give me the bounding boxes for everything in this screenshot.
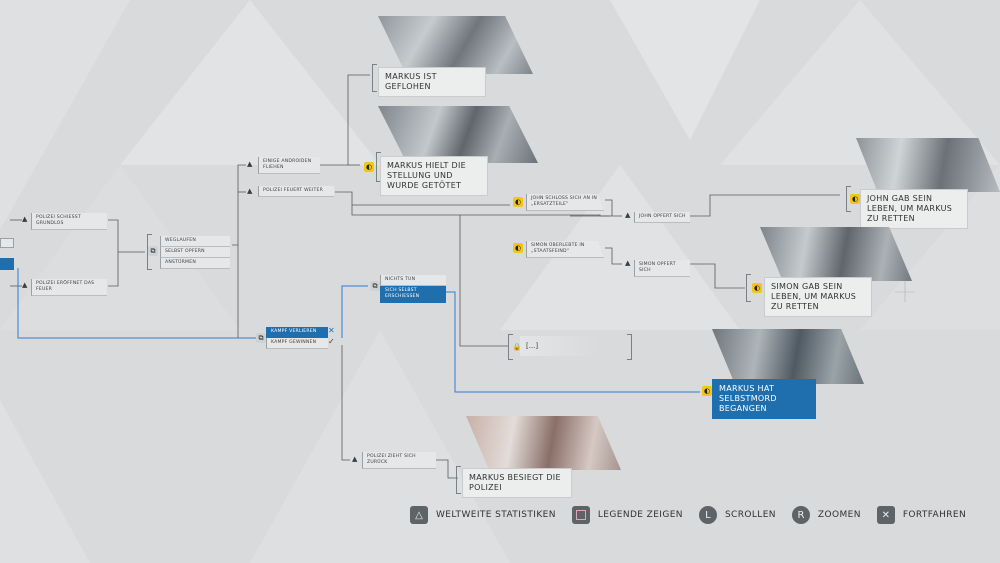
thumbnail-image: [378, 106, 538, 163]
check-mark-icon: ✓: [328, 337, 335, 346]
thumbnail-image: [378, 16, 533, 74]
group-bracket: [376, 152, 381, 182]
lock-icon: ◐: [364, 162, 374, 172]
condition-john-schloss[interactable]: JOHN SCHLOSS SICH AN IN „ERSATZTEILE": [526, 194, 604, 211]
lock-icon: ◐: [513, 243, 523, 253]
offscreen-node-selected[interactable]: [0, 258, 14, 270]
padlock-icon: 🔒: [512, 343, 522, 351]
outcome-markus-selbstmord[interactable]: MARKUS HAT SELBSTMORD BEGANGEN: [712, 379, 816, 419]
thumbnail-image: [760, 227, 912, 281]
option-nichts-tun[interactable]: NICHTS TUN: [380, 275, 446, 286]
cross-mark-icon: ✕: [328, 326, 335, 335]
node-polizei-feuert[interactable]: POLIZEI FEUERT WEITER: [258, 186, 334, 197]
group-bracket: [627, 334, 632, 360]
option-anstuermen[interactable]: ANSTÜRMEN: [160, 258, 230, 269]
thumbnail-image: [856, 138, 1000, 192]
group-bracket: [372, 64, 377, 92]
lock-icon: ◐: [513, 197, 523, 207]
button-bar: △ WELTWEITE STATISTIKEN LEGENDE ZEIGEN L…: [410, 504, 982, 526]
condition-simon-ueberlebte[interactable]: SIMON ÜBERLEBTE IN „STAATSFEIND": [526, 241, 604, 258]
triangle-icon: ▲: [247, 187, 253, 195]
outcome-john-gab[interactable]: JOHN GAB SEIN LEBEN, UM MARKUS ZU RETTEN: [860, 189, 968, 229]
cross-icon: ✕: [876, 506, 895, 524]
locked-node[interactable]: [...]: [520, 336, 600, 356]
stats-button[interactable]: △ WELTWEITE STATISTIKEN: [410, 506, 556, 524]
group-bracket: [147, 234, 152, 270]
thumbnail-image: [466, 416, 621, 470]
bg-triangle: [0, 0, 130, 230]
bg-triangle: [120, 0, 380, 165]
square-icon: [571, 506, 590, 524]
bg-triangle: [0, 400, 90, 563]
offscreen-node[interactable]: [0, 238, 14, 248]
option-sich-selbst[interactable]: SICH SELBST ERSCHIESSEN: [380, 286, 446, 303]
choice-icon: ⧉: [148, 246, 158, 256]
triangle-icon: ▲: [22, 215, 28, 223]
option-weglaufen[interactable]: WEGLAUFEN: [160, 236, 230, 247]
option-kampf-verlieren[interactable]: KAMPF VERLIEREN: [266, 327, 328, 338]
group-bracket: [846, 186, 851, 212]
bg-triangle: [720, 0, 1000, 165]
lock-icon: ◐: [850, 194, 860, 204]
outcome-markus-besiegt[interactable]: MARKUS BESIEGT DIE POLIZEI: [462, 468, 572, 498]
node-polizei-eroeffnet[interactable]: POLIZEI ERÖFFNET DAS FEUER: [31, 279, 107, 296]
legend-button[interactable]: LEGENDE ZEIGEN: [571, 506, 683, 524]
group-bracket: [508, 334, 513, 360]
bg-triangle: [250, 330, 510, 563]
bg-triangle: [610, 0, 760, 140]
triangle-icon: ▲: [625, 211, 631, 219]
bg-triangle: [500, 165, 740, 330]
triangle-icon: ▲: [625, 259, 631, 267]
lock-icon: ◐: [702, 386, 712, 396]
outcome-markus-geflohen[interactable]: MARKUS IST GEFLOHEN: [378, 67, 486, 97]
node-simon-opfert[interactable]: SIMON OPFERT SICH: [634, 260, 690, 277]
node-polizei-zieht[interactable]: POLIZEI ZIEHT SICH ZURÜCK: [362, 452, 436, 469]
l-stick-icon: L: [698, 506, 717, 524]
r-stick-icon: R: [791, 506, 810, 524]
node-polizei-schiesst[interactable]: POLIZEI SCHIESST GRUNDLOS: [31, 213, 107, 230]
triangle-icon: ▲: [22, 281, 28, 289]
triangle-icon: ▲: [352, 455, 358, 463]
option-selbst-opfern[interactable]: SELBST OPFERN: [160, 247, 230, 258]
outcome-simon-gab[interactable]: SIMON GAB SEIN LEBEN, UM MARKUS ZU RETTE…: [764, 277, 872, 317]
continue-button[interactable]: ✕ FORTFAHREN: [876, 506, 966, 524]
thumbnail-image: [712, 329, 864, 384]
node-john-opfert[interactable]: JOHN OPFERT SICH: [634, 212, 690, 223]
group-bracket: [456, 466, 461, 494]
triangle-icon: ▲: [247, 160, 253, 168]
lock-icon: ◐: [752, 283, 762, 293]
triangle-icon: △: [410, 506, 428, 524]
node-einige-androiden[interactable]: EINIGE ANDROIDEN FLIEHEN: [258, 157, 320, 174]
outcome-markus-hielt[interactable]: MARKUS HIELT DIE STELLUNG UND WURDE GETÖ…: [380, 156, 488, 196]
scroll-button[interactable]: L SCROLLEN: [698, 506, 776, 524]
option-kampf-gewinnen[interactable]: KAMPF GEWINNEN: [266, 338, 328, 349]
zoom-button[interactable]: R ZOOMEN: [791, 506, 861, 524]
choice-icon: ⧉: [256, 333, 266, 343]
group-bracket: [746, 274, 751, 302]
choice-icon: ⧉: [370, 281, 380, 291]
